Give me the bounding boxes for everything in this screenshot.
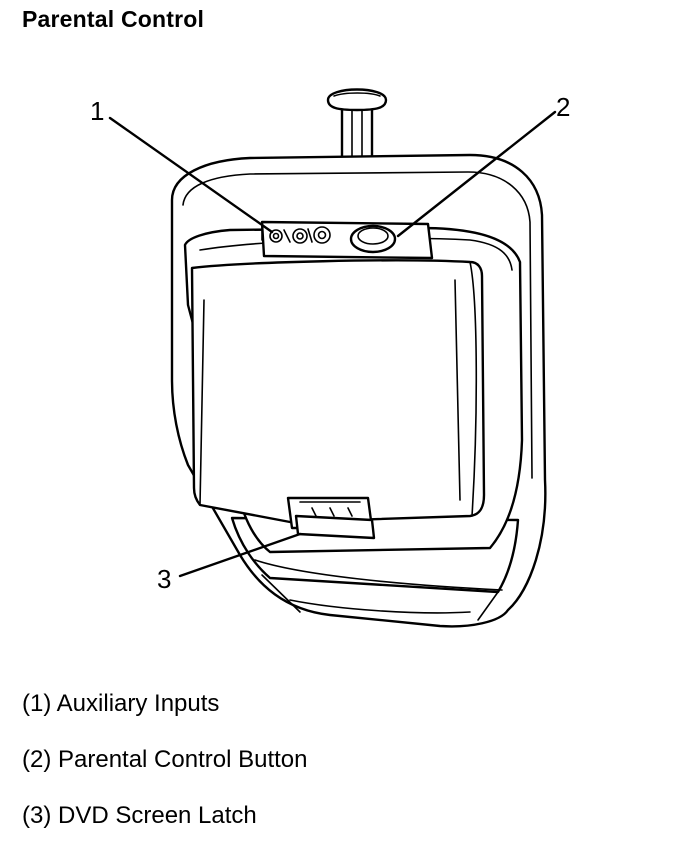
dvd-screen-latch xyxy=(286,496,376,540)
legend-item-auxiliary-inputs: (1) Auxiliary Inputs xyxy=(22,690,220,717)
dvd-screen-panel xyxy=(190,259,486,524)
leader-lines xyxy=(108,110,557,578)
legend-item-parental-control-button: (2) Parental Control Button xyxy=(22,746,308,773)
callout-1-label: 1 xyxy=(90,96,104,126)
mounting-post xyxy=(326,88,388,167)
parental-control-button-shape xyxy=(349,224,397,254)
legend-item-dvd-screen-latch: (3) DVD Screen Latch xyxy=(22,802,257,829)
callout-2-label: 2 xyxy=(556,92,570,122)
legend-list: (1) Auxiliary Inputs (2) Parental Contro… xyxy=(22,690,307,830)
callout-3-label: 3 xyxy=(157,564,171,594)
page-title: Parental Control xyxy=(22,6,205,32)
control-panel xyxy=(260,220,434,260)
auxiliary-input-jacks xyxy=(269,226,331,244)
dvd-console-illustration: 1 2 3 xyxy=(90,88,570,628)
